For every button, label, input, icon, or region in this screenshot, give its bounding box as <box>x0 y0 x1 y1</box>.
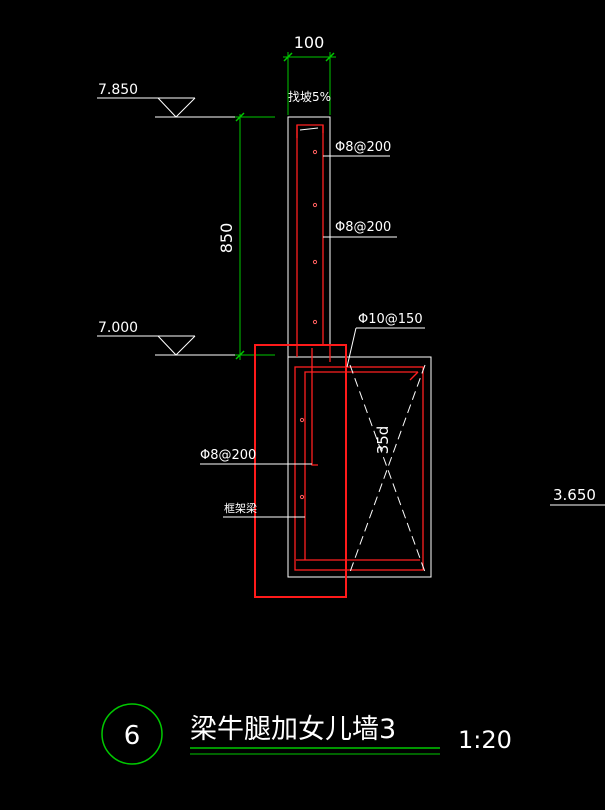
beam-void-cross <box>349 364 426 573</box>
elevation-marker-middle: 7.000 <box>97 320 275 356</box>
detail-title: 梁牛腿加女儿墙3 <box>190 714 396 745</box>
top-width-label: 100 <box>294 33 325 52</box>
elevation-middle-label: 7.000 <box>98 320 138 336</box>
rebar-group <box>294 124 424 571</box>
highlight-box <box>254 344 347 598</box>
top-width-dimension: 100 <box>283 33 336 115</box>
callout-top-1: Φ8@200 <box>323 140 391 157</box>
beam-stirrup-inner <box>304 371 418 560</box>
slope-arrow <box>299 127 319 131</box>
detail-scale: 1:20 <box>458 726 512 754</box>
elevation-right-label: 3.650 <box>553 486 596 504</box>
parapet-bar-right <box>322 125 331 362</box>
elevation-marker-right: 3.650 <box>550 486 605 506</box>
height-dimension: 850 <box>217 112 275 360</box>
callout-beam-label: 框架梁 <box>224 501 257 515</box>
parapet-top-hook <box>296 124 324 138</box>
detail-number-circle <box>101 703 163 765</box>
height-label: 850 <box>217 223 236 254</box>
callout-top-1-label: Φ8@200 <box>335 140 391 155</box>
callout-stirrup: Φ10@150 <box>346 312 425 368</box>
anchorage-bar <box>311 348 318 466</box>
callout-lower: Φ8@200 <box>200 448 312 465</box>
wall-outline <box>287 116 432 578</box>
title-block: 6 梁牛腿加女儿墙3 1:20 <box>101 703 512 765</box>
elevation-marker-top: 7.850 <box>97 82 275 118</box>
callout-stirrup-label: Φ10@150 <box>358 312 423 327</box>
rebar-dots <box>299 149 318 500</box>
slope-label: 找坡5% <box>288 90 331 104</box>
callout-top-2: Φ8@200 <box>323 220 397 238</box>
anchorage-label: 35d <box>374 426 392 455</box>
detail-number: 6 <box>124 721 141 751</box>
callout-top-2-label: Φ8@200 <box>335 220 391 235</box>
beam-stirrup-outer <box>294 366 424 571</box>
callout-beam: 框架梁 <box>223 501 305 518</box>
callout-lower-label: Φ8@200 <box>200 448 256 463</box>
elevation-top-label: 7.850 <box>98 82 138 98</box>
